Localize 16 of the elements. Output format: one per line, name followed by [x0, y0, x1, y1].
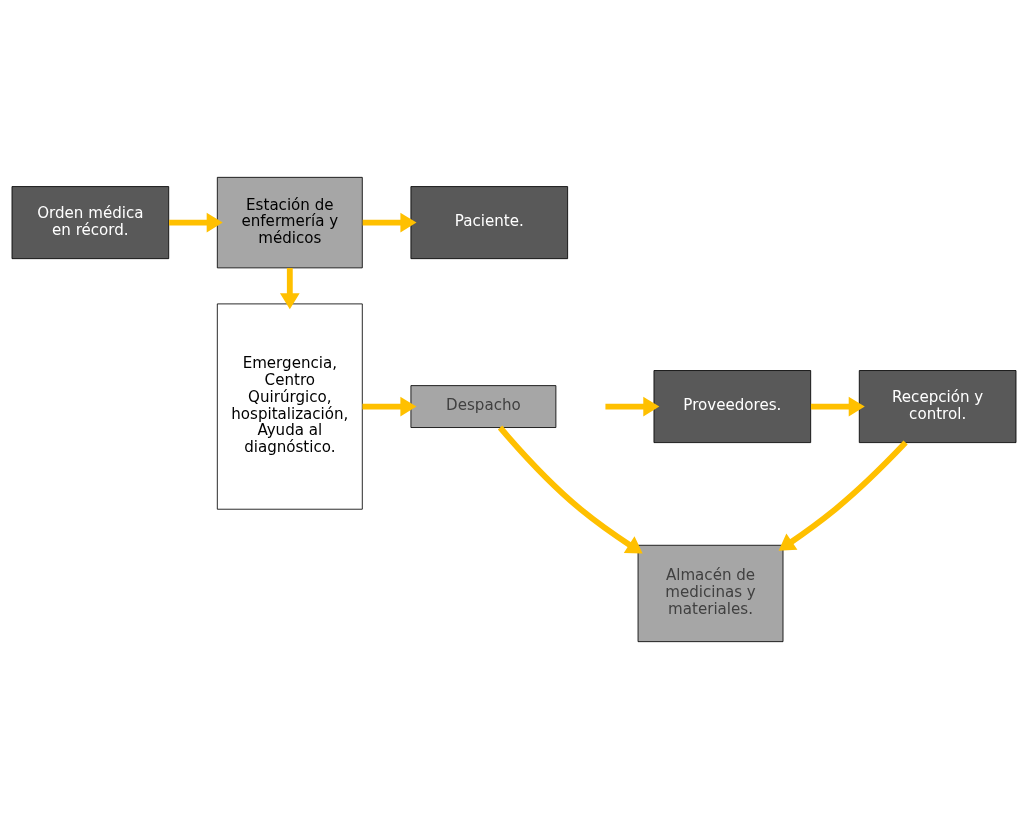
node-box: Emergencia, Centro Quirúrgico, hospitalización, Ayuda al diagnóstico.	[216, 302, 363, 510]
arrow	[362, 212, 417, 232]
arrow	[497, 425, 643, 553]
arrow	[778, 440, 908, 551]
node-box: Estación de enfermería y médicos	[216, 176, 363, 268]
node-box: Proveedores.	[653, 369, 812, 443]
node-box: Despacho	[410, 384, 557, 428]
node-box: Paciente.	[410, 185, 569, 259]
arrow	[169, 212, 223, 232]
arrow	[810, 396, 865, 416]
arrow	[605, 396, 660, 416]
arrow	[279, 267, 300, 309]
arrow	[362, 396, 417, 416]
node-box: Orden médica en récord.	[11, 185, 170, 259]
node-box: Almacén de medicinas y materiales.	[637, 544, 784, 642]
node-box: Recepción y control.	[858, 369, 1017, 443]
